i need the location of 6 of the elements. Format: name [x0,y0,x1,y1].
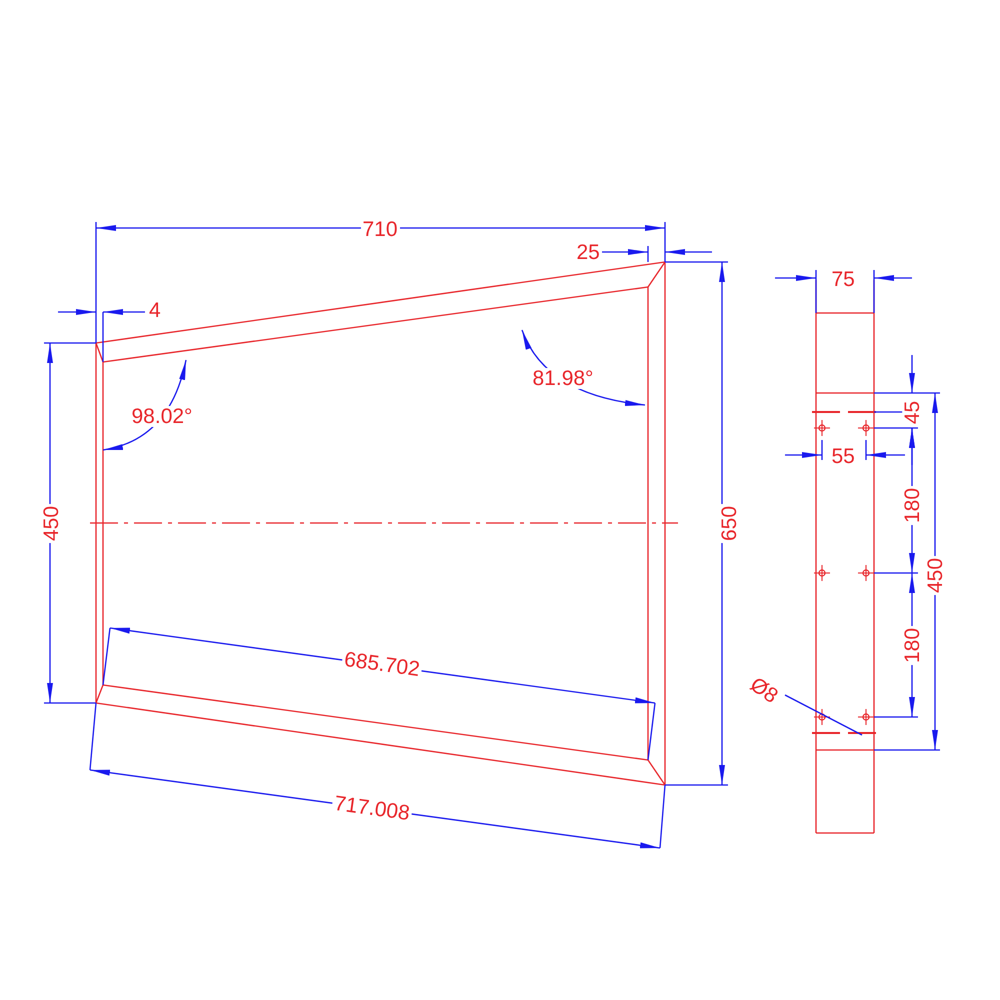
dimension-value: 55 [830,446,857,466]
dimension-value: 25 [574,242,602,262]
dimension-value: 98.02° [130,406,194,426]
dimension-value: 75 [830,268,857,290]
dimension-value: 710 [360,218,400,240]
dimension-value: 81.98° [530,368,596,388]
